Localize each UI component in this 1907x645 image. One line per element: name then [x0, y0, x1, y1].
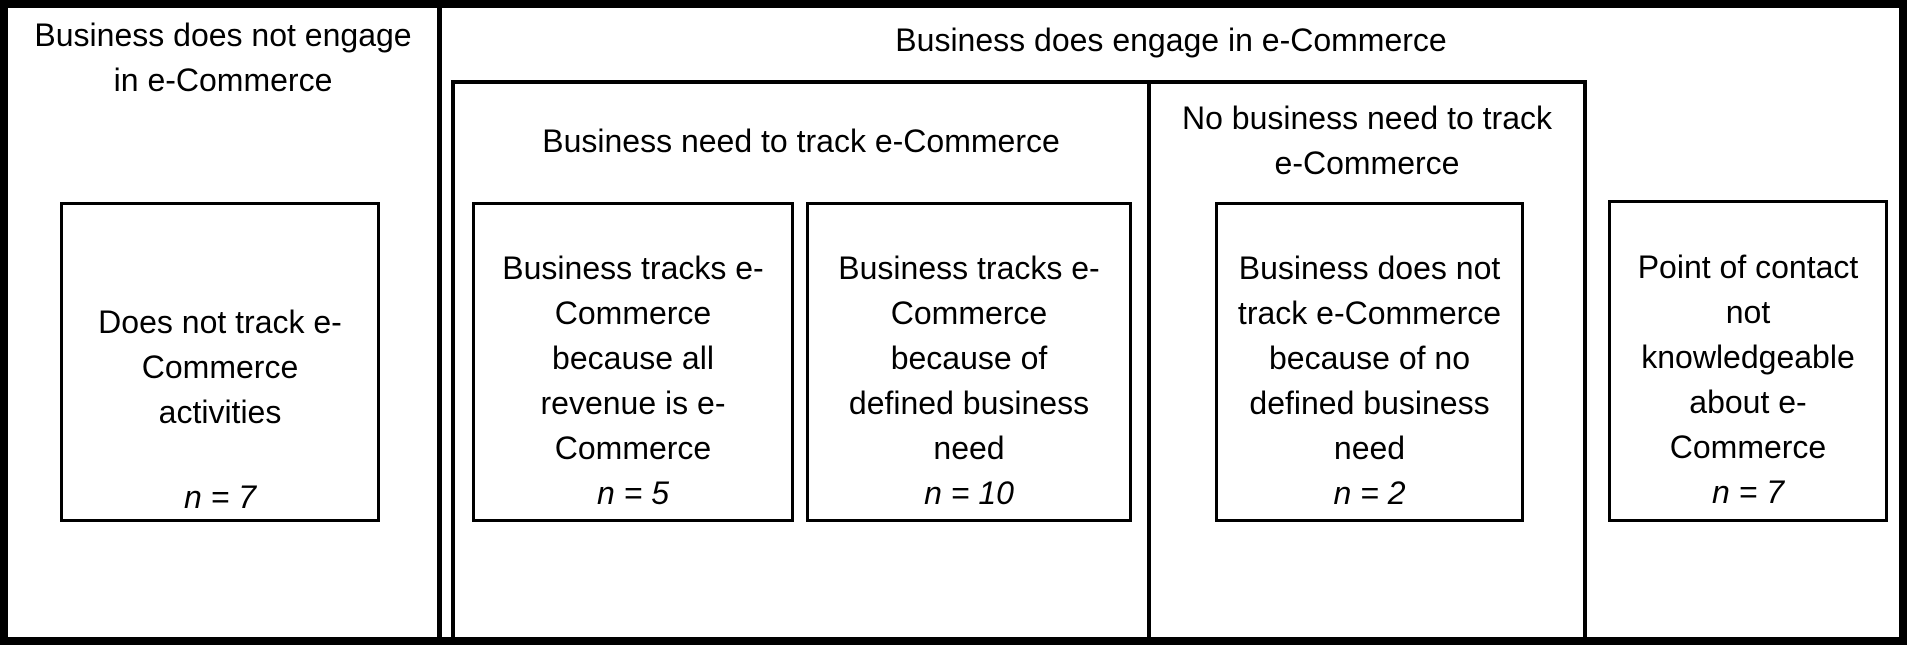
- section-divider-line: [437, 0, 442, 645]
- tracks-all-revenue-box-n-value: n = 5: [596, 475, 670, 511]
- not-track-no-defined-need-box: Business does not track e-Commerce becau…: [1215, 202, 1524, 522]
- tracks-all-revenue-box-text: Business tracks e- Commerce because all …: [502, 250, 764, 466]
- no-engage-section-title: Business does not engage in e-Commerce: [34, 17, 412, 98]
- poc-not-knowledgeable-box-n-value: n = 7: [1711, 474, 1785, 510]
- poc-not-knowledgeable-box-text: Point of contact not knowledgeable about…: [1637, 249, 1859, 465]
- does-not-track-box-text: Does not track e- Commerce activities: [98, 304, 342, 430]
- tracks-defined-need-box-text: Business tracks e- Commerce because of d…: [838, 250, 1100, 466]
- tracks-all-revenue-box: Business tracks e- Commerce because all …: [472, 202, 794, 522]
- tracks-defined-need-box: Business tracks e- Commerce because of d…: [806, 202, 1132, 522]
- no-need-to-track-group-title: No business need to track e-Commerce: [1182, 100, 1552, 181]
- need-to-track-group-title: Business need to track e-Commerce: [542, 122, 1060, 159]
- tracks-defined-need-box-n-value: n = 10: [924, 475, 1014, 511]
- not-track-no-defined-need-box-text: Business does not track e-Commerce becau…: [1237, 250, 1502, 466]
- engage-section-title: Business does engage in e-Commerce: [895, 22, 1447, 58]
- poc-not-knowledgeable-box: Point of contact not knowledgeable about…: [1608, 200, 1888, 522]
- not-track-no-defined-need-box-n-value: n = 2: [1333, 475, 1406, 511]
- does-not-track-box: Does not track e- Commerce activities n …: [60, 202, 380, 522]
- does-not-track-box-n-value: n = 7: [183, 479, 257, 515]
